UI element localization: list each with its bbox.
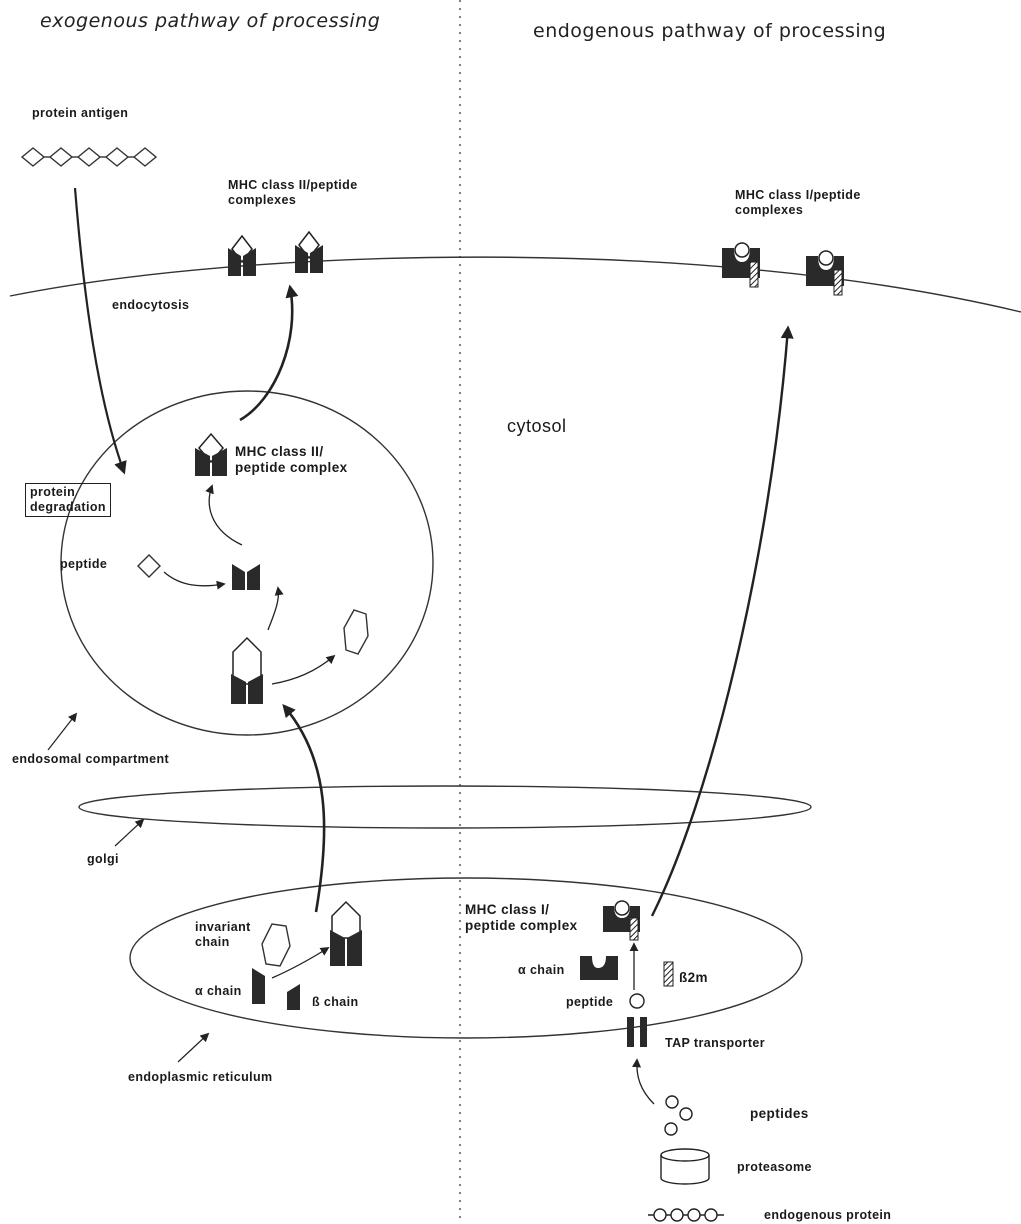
peptides-label: peptides [750, 1106, 809, 1122]
exogenous-pathway-heading: exogenous pathway of processing [40, 10, 380, 33]
arrow-endosome-to-surface [240, 287, 292, 420]
pointer-golgi [115, 820, 143, 846]
mhc-i-alpha-chain-glyph [580, 956, 618, 980]
mhc-class-ii-surface-2 [295, 232, 323, 273]
b2m-glyph [664, 962, 673, 986]
mhc-class-i-surface-1 [722, 243, 760, 287]
endogenous-protein-glyph [648, 1209, 724, 1221]
mhc-class-ii-surface-label: MHC class II/peptide complexes [228, 178, 358, 208]
golgi-label: golgi [87, 852, 119, 867]
peptide-glyph-er [630, 994, 644, 1008]
cytosol-label: cytosol [507, 416, 567, 438]
released-invariant-chain [344, 610, 368, 654]
mhc-class-ii-surface-1 [228, 236, 256, 276]
mhc-class-ii-endosome-label: MHC class II/ peptide complex [235, 444, 348, 476]
alpha-chain-er-label: α chain [195, 984, 242, 999]
mhc-class-i-er-label: MHC class I/ peptide complex [465, 902, 578, 934]
pointer-endoplasmic-reticulum [178, 1034, 208, 1062]
protein-degradation-box: protein degradation [25, 483, 111, 517]
endocytosis-label: endocytosis [112, 298, 189, 313]
b2m-label: ß2m [679, 970, 708, 986]
beta-chain-glyph [287, 984, 300, 1010]
endogenous-pathway-heading: endogenous pathway of processing [533, 20, 886, 43]
arrow-mhc-i-to-surface [652, 328, 788, 916]
endoplasmic-reticulum-label: endoplasmic reticulum [128, 1070, 273, 1085]
alpha-chain-mhc-i-label: α chain [518, 963, 565, 978]
arrow-invariant-release [272, 656, 334, 684]
tap-transporter-label: TAP transporter [665, 1036, 765, 1051]
endogenous-protein-label: endogenous protein [764, 1208, 891, 1223]
invariant-chain-glyph [262, 924, 290, 966]
mhc-ii-invariant-complex-er [330, 902, 362, 966]
arrow-er-to-endosome [284, 706, 324, 912]
peptide-er-label: peptide [566, 995, 613, 1010]
proteasome-label: proteasome [737, 1160, 812, 1175]
arrow-antigen-to-degradation [75, 188, 124, 472]
endosomal-compartment-label: endosomal compartment [12, 752, 169, 767]
mhc-class-i-er-complex [603, 901, 640, 940]
arrow-empty-to-complex [209, 486, 242, 545]
arrow-peptides-to-tap [637, 1060, 654, 1104]
peptide-glyph-endosome [138, 555, 160, 577]
mhc-ii-invariant-complex-endosome [231, 638, 263, 704]
invariant-chain-label: invariant chain [195, 920, 251, 950]
empty-mhc-class-ii [232, 564, 260, 590]
protein-antigen-glyph [22, 148, 156, 166]
proteasome-glyph [661, 1149, 709, 1184]
mhc-class-i-surface-2 [806, 251, 844, 295]
arrow-peptide-to-mhc [164, 572, 224, 586]
beta-chain-label: ß chain [312, 995, 359, 1010]
alpha-chain-glyph [252, 968, 265, 1004]
peptides-glyph [665, 1096, 692, 1135]
peptide-endosome-label: peptide [60, 557, 107, 572]
tap-transporter-glyph [627, 1017, 647, 1047]
protein-antigen-label: protein antigen [32, 106, 128, 121]
mhc-class-ii-endosome-complex [195, 434, 227, 476]
arrow-invariant-removal [268, 588, 278, 630]
pointer-endosomal-compartment [48, 714, 76, 750]
mhc-class-i-surface-label: MHC class I/peptide complexes [735, 188, 861, 218]
